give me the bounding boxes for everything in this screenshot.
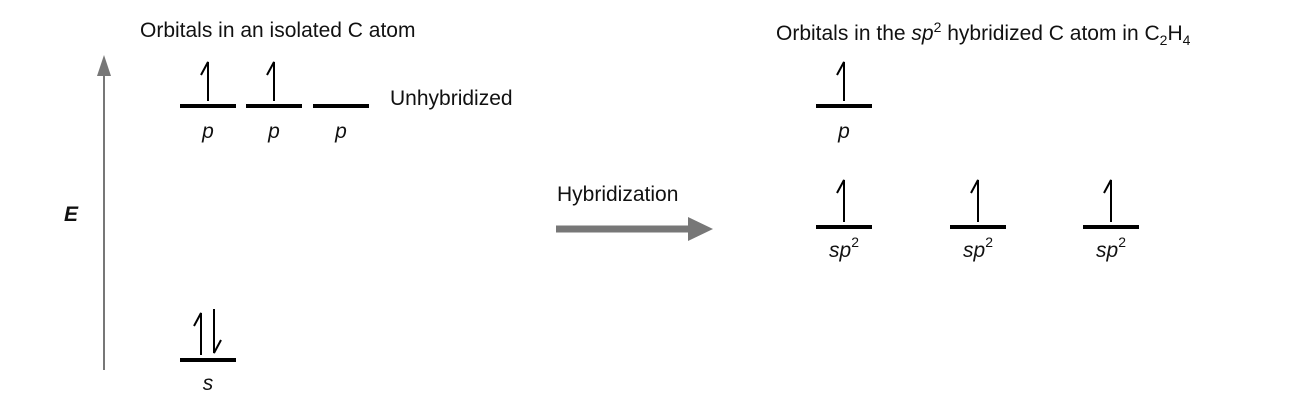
right-title-h: H	[1167, 22, 1183, 45]
right-sp2-2-label: sp2	[948, 234, 1008, 263]
left-p3-label: p	[335, 120, 347, 143]
electron-up-right-sp2-3	[1103, 179, 1112, 222]
hybridization-label: Hybridization	[557, 183, 679, 206]
right-title-sub2: 4	[1182, 32, 1191, 49]
right-sp2-1-label: sp2	[814, 234, 874, 263]
left-p1-label: p	[202, 120, 214, 143]
right-title-sup: 2	[933, 19, 942, 35]
energy-axis-arrowhead	[97, 55, 111, 76]
hybridization-arrow-head	[688, 217, 713, 241]
sp-text: sp	[963, 239, 986, 262]
sp-sup: 2	[1118, 234, 1126, 250]
sp-sup: 2	[851, 234, 859, 250]
sp-sup: 2	[985, 234, 993, 250]
right-title-sp: sp	[911, 22, 934, 45]
electron-up-left-p2	[266, 61, 275, 101]
electron-up-right-p	[836, 61, 845, 101]
electron-up-right-sp2-1	[836, 179, 845, 222]
right-title-prefix: Orbitals in the	[776, 22, 912, 45]
right-title: Orbitals in the sp2 hybridized C atom in…	[776, 19, 1190, 48]
left-s-label: s	[202, 372, 214, 395]
left-title: Orbitals in an isolated C atom	[140, 19, 416, 42]
sp-text: sp	[1096, 239, 1119, 262]
electron-up-right-sp2-2	[970, 179, 979, 222]
right-title-sub1: 2	[1159, 32, 1168, 49]
left-p2-label: p	[268, 120, 280, 143]
right-title-middle: hybridized C atom in C	[941, 22, 1160, 45]
unhybridized-label: Unhybridized	[390, 87, 513, 110]
right-p-label: p	[838, 120, 850, 143]
electron-up-left-s	[193, 312, 202, 355]
electron-up-left-p1	[200, 61, 209, 101]
electron-down-left-s	[213, 309, 222, 354]
right-sp2-3-label: sp2	[1081, 234, 1141, 263]
sp-text: sp	[829, 239, 852, 262]
energy-axis-label: E	[64, 203, 79, 226]
